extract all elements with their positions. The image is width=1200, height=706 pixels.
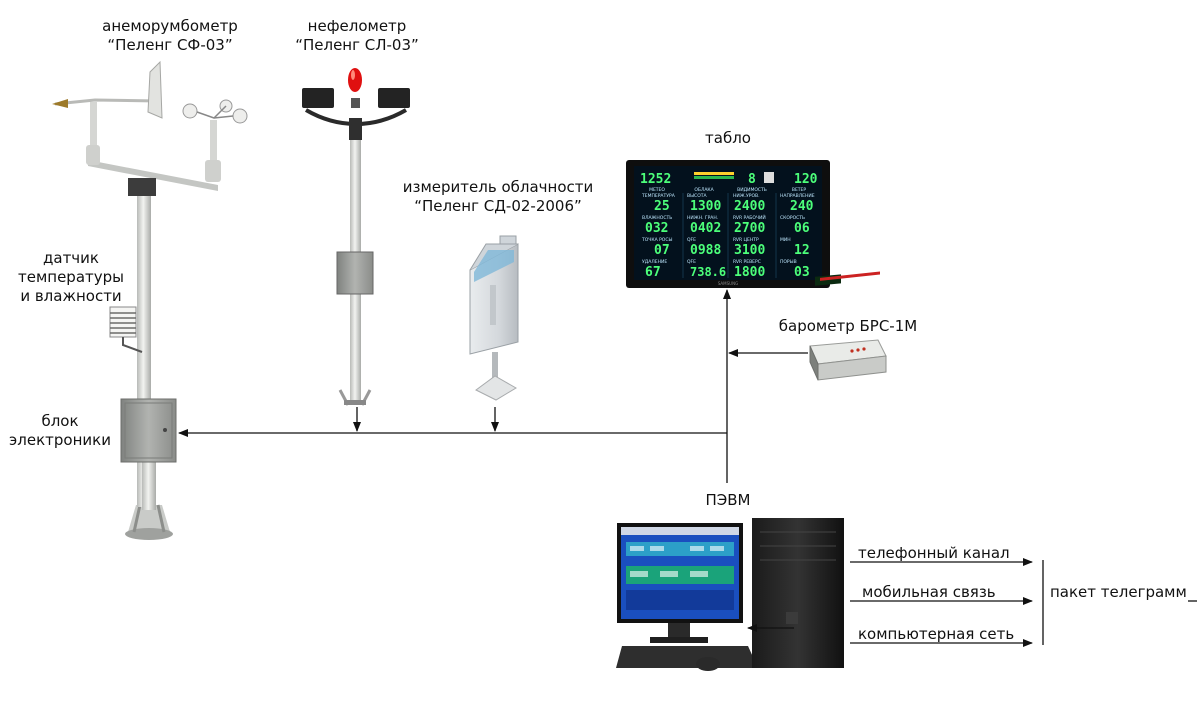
display-value: 03 bbox=[794, 265, 810, 280]
display-caption: СКОРОСТЬ bbox=[780, 215, 805, 221]
computer-label: ПЭВМ bbox=[705, 491, 751, 509]
display-caption: RVR РЕВЕРС bbox=[733, 259, 761, 265]
display-value: 738.6 bbox=[690, 265, 726, 279]
display-top-left: 1252 bbox=[640, 172, 671, 187]
display-header: ОБЛАКА bbox=[694, 187, 714, 193]
display-value: 0988 bbox=[690, 243, 721, 258]
display-value: 2400 bbox=[734, 199, 765, 214]
display-board-label: табло bbox=[705, 129, 751, 147]
display-header: ВИДИМОСТЬ bbox=[737, 187, 767, 193]
ceilometer-icon bbox=[469, 235, 519, 401]
display-caption: QFE bbox=[687, 259, 696, 265]
display-caption: ВЛАЖНОСТЬ bbox=[642, 215, 672, 221]
display-value: 07 bbox=[654, 243, 670, 258]
network-channel-label: компьютерная сеть bbox=[858, 625, 1015, 643]
computer-icon bbox=[616, 518, 844, 671]
anemometer-mast-icon bbox=[52, 60, 248, 540]
display-caption: ТЕМПЕРАТУРА bbox=[641, 193, 676, 199]
display-value: 2700 bbox=[734, 221, 765, 236]
telegram-packet-label: пакет телеграмм bbox=[1050, 583, 1187, 601]
ceilometer-label: измеритель облачности “Пеленг СД-02-2006… bbox=[402, 178, 594, 215]
display-brand: SAMSUNG bbox=[718, 281, 738, 286]
electronics-box-icon bbox=[120, 398, 177, 463]
display-value: 240 bbox=[790, 199, 814, 214]
barometer-label: барометр БРС-1М bbox=[778, 317, 918, 335]
display-caption: УДАЛЕНИЕ bbox=[642, 259, 667, 265]
display-caption: МИН bbox=[780, 237, 791, 243]
display-top-mid: 8 bbox=[748, 172, 756, 187]
mobile-channel-label: мобильная связь bbox=[862, 583, 996, 601]
nephelometer-icon bbox=[302, 68, 410, 406]
display-caption: QFE bbox=[687, 237, 696, 243]
display-value: 12 bbox=[794, 243, 810, 258]
display-caption: RVR ЦЕНТР bbox=[733, 237, 759, 243]
display-caption: RVR РАБОЧИЙ bbox=[733, 214, 766, 221]
display-value: 25 bbox=[654, 199, 670, 214]
electronics-box-label: блок электроники bbox=[9, 412, 111, 449]
anemometer-label: анеморумбометр “Пеленг СФ-03” bbox=[102, 17, 238, 54]
display-caption: НАПРАВЛЕНИЕ bbox=[780, 193, 815, 199]
nephelometer-label: нефелометр “Пеленг СЛ-03” bbox=[295, 17, 419, 54]
display-value: 032 bbox=[645, 221, 668, 236]
display-caption: ТОЧКА РОСЫ bbox=[641, 237, 672, 243]
display-value: 67 bbox=[645, 265, 661, 280]
barometer-icon bbox=[809, 271, 887, 381]
display-value: 0402 bbox=[690, 221, 721, 236]
display-value: 06 bbox=[794, 221, 810, 236]
thermo-hygro-sensor-icon bbox=[109, 306, 143, 353]
display-value: 3100 bbox=[734, 243, 765, 258]
display-caption: НИЖН. ГРАН. bbox=[687, 215, 718, 221]
connection-lines bbox=[178, 289, 1197, 647]
display-top-right: 120 bbox=[794, 172, 818, 187]
display-header: ВЕТЕР bbox=[792, 187, 807, 193]
sensor-label: датчик температуры и влажности bbox=[17, 249, 124, 305]
display-caption: ВЫСОТА bbox=[687, 193, 707, 199]
display-caption: ПОРЫВ bbox=[780, 259, 797, 265]
display-caption: НИЖ.УРОВ. bbox=[733, 193, 760, 199]
display-value: 1800 bbox=[734, 265, 765, 280]
display-value: 1300 bbox=[690, 199, 721, 214]
display-header: МЕТЕО bbox=[649, 187, 665, 193]
phone-channel-label: телефонный канал bbox=[858, 544, 1010, 562]
display-board-icon: SAMSUNG 1252 8 120 МЕТЕО ОБЛАКА ВИДИМОСТ… bbox=[626, 160, 830, 288]
